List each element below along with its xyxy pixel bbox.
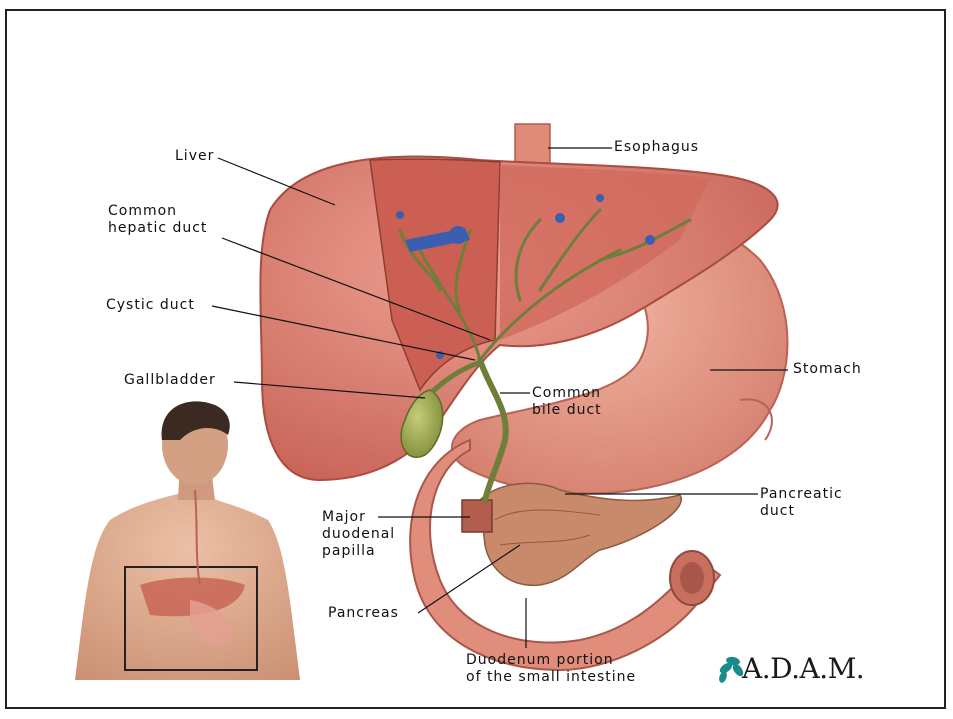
pancreas bbox=[480, 483, 681, 585]
label-pancreas: Pancreas bbox=[328, 605, 399, 622]
label-major-duodenal-papilla: Major duodenal papilla bbox=[322, 509, 395, 560]
logo-text: A.D.A.M. bbox=[742, 652, 864, 685]
label-stomach: Stomach bbox=[793, 361, 862, 378]
label-pancreatic-duct: Pancreatic duct bbox=[760, 486, 843, 520]
adam-logo: A.D.A.M. bbox=[742, 652, 864, 685]
human-figure bbox=[75, 401, 300, 680]
papilla-window bbox=[462, 500, 492, 532]
label-gallbladder: Gallbladder bbox=[124, 372, 216, 389]
label-common-hepatic-duct: Common hepatic duct bbox=[108, 203, 207, 237]
label-duodenum: Duodenum portion of the small intestine bbox=[466, 652, 636, 686]
label-liver: Liver bbox=[175, 148, 214, 165]
label-common-bile-duct: Common bile duct bbox=[532, 385, 602, 419]
label-cystic-duct: Cystic duct bbox=[106, 297, 195, 314]
label-esophagus: Esophagus bbox=[614, 139, 699, 156]
